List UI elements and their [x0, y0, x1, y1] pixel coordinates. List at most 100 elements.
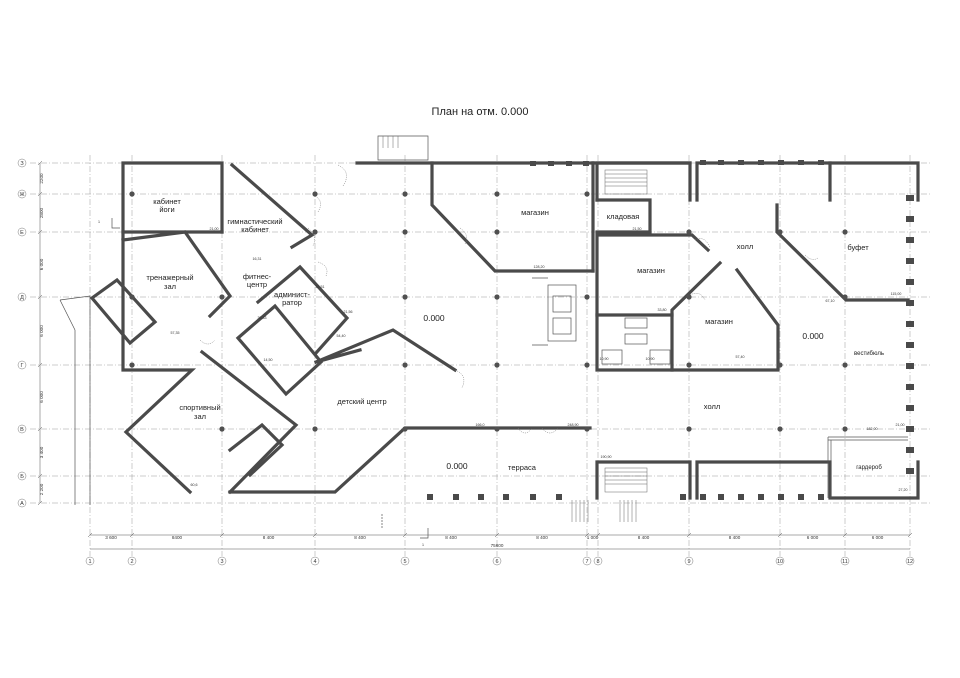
- row-axis-bubble: [17, 498, 27, 508]
- col-axis-label: 10: [777, 559, 783, 565]
- col-axis-bubble: [775, 556, 785, 566]
- dim-tick: [129, 532, 135, 538]
- dim-tick: [595, 532, 601, 538]
- pier: [906, 426, 914, 432]
- pier: [906, 447, 914, 453]
- pier: [798, 494, 804, 500]
- pier: [700, 160, 706, 165]
- area-mark: 16,31: [253, 257, 262, 261]
- column: [129, 191, 135, 197]
- pier: [906, 258, 914, 264]
- column: [129, 294, 135, 300]
- area-mark: 27,20: [899, 488, 908, 492]
- pier: [818, 494, 824, 500]
- room-fitness: фитнес-центр: [243, 272, 272, 289]
- dim-tick: [584, 532, 590, 538]
- dim-tick: [494, 532, 500, 538]
- dim-tick: [312, 532, 318, 538]
- room-wardrobe: гардероб: [856, 465, 882, 471]
- wall-buffet: [775, 203, 910, 302]
- dim-tick: [37, 294, 43, 300]
- wall-admin: [255, 264, 350, 356]
- row-axis-label: А: [20, 501, 24, 507]
- column: [402, 294, 408, 300]
- column: [584, 191, 590, 197]
- column: [686, 362, 692, 368]
- col-dim-value: 8 400: [354, 535, 366, 540]
- elevation-right: 0.000: [802, 331, 824, 341]
- col-axis-bubble: [127, 556, 137, 566]
- toilets: [601, 317, 671, 365]
- elevation-terrace: 0.000: [446, 461, 468, 471]
- wall-bottom-stair: [227, 422, 285, 478]
- column: [686, 229, 692, 235]
- area-mark: 54,40: [337, 334, 346, 338]
- column: [494, 229, 500, 235]
- col-axis-bubble: [310, 556, 320, 566]
- section-mark-top: 1: [98, 220, 100, 224]
- dim-tick: [37, 362, 43, 368]
- col-axis-label: 5: [403, 559, 406, 565]
- row-axis-bubble: [17, 471, 27, 481]
- area-mark: 115,00: [891, 292, 902, 296]
- area-mark: 57,40: [736, 355, 745, 359]
- stair-right-top-steps: [604, 169, 648, 195]
- pier: [758, 494, 764, 500]
- elevator-core: [532, 277, 577, 346]
- pier: [906, 321, 914, 327]
- pier: [758, 160, 764, 165]
- column: [584, 294, 590, 300]
- pier: [906, 468, 914, 474]
- dim-tick: [87, 532, 93, 538]
- stair-top-steps: [382, 136, 399, 148]
- col-dim-value: 8 400: [536, 535, 548, 540]
- row-axis-label: Ж: [19, 192, 24, 198]
- doors: [199, 164, 819, 434]
- area-mark: 21,56: [344, 310, 353, 314]
- section-cut-marks: 1 1: [98, 218, 429, 547]
- room-terrace: терраса: [508, 463, 537, 472]
- row-axis-label: З: [20, 161, 24, 167]
- col-axis-label: 6: [495, 559, 498, 565]
- pier: [453, 494, 459, 500]
- col-dim-value: 8400: [172, 535, 183, 540]
- area-mark: 33,80: [658, 308, 667, 312]
- wall-right-bottom: [695, 460, 920, 500]
- wall-shop3: [670, 267, 780, 372]
- pier: [718, 494, 724, 500]
- area-mark: 248,90: [568, 423, 579, 427]
- column: [842, 426, 848, 432]
- pier: [906, 300, 914, 306]
- section-mark-bottom: 1: [422, 543, 424, 547]
- area-mark: 57,35: [171, 331, 180, 335]
- wall-diag-gym: [229, 162, 315, 250]
- pier: [906, 216, 914, 222]
- total-dim-value: 75600: [491, 543, 504, 548]
- dim-tick: [37, 426, 43, 432]
- walls: [89, 135, 920, 500]
- column: [584, 426, 590, 432]
- pier: [427, 494, 433, 500]
- pier: [906, 384, 914, 390]
- row-axis-bubble: [17, 189, 27, 199]
- column: [402, 191, 408, 197]
- col-axis-bubble: [905, 556, 915, 566]
- wall-core: [235, 303, 324, 397]
- area-mark: 21,50: [633, 227, 642, 231]
- column: [494, 426, 500, 432]
- dim-tick: [37, 500, 43, 506]
- area-mark: 67,10: [826, 299, 835, 303]
- col-axis-bubble: [593, 556, 603, 566]
- row-dim-value: 6 000: [39, 391, 44, 403]
- pier: [818, 160, 824, 165]
- wall-left-wing: [121, 161, 224, 495]
- room-kids: детский центр: [337, 397, 386, 406]
- pier: [906, 342, 914, 348]
- column: [402, 426, 408, 432]
- row-axis-label: Г: [21, 363, 24, 369]
